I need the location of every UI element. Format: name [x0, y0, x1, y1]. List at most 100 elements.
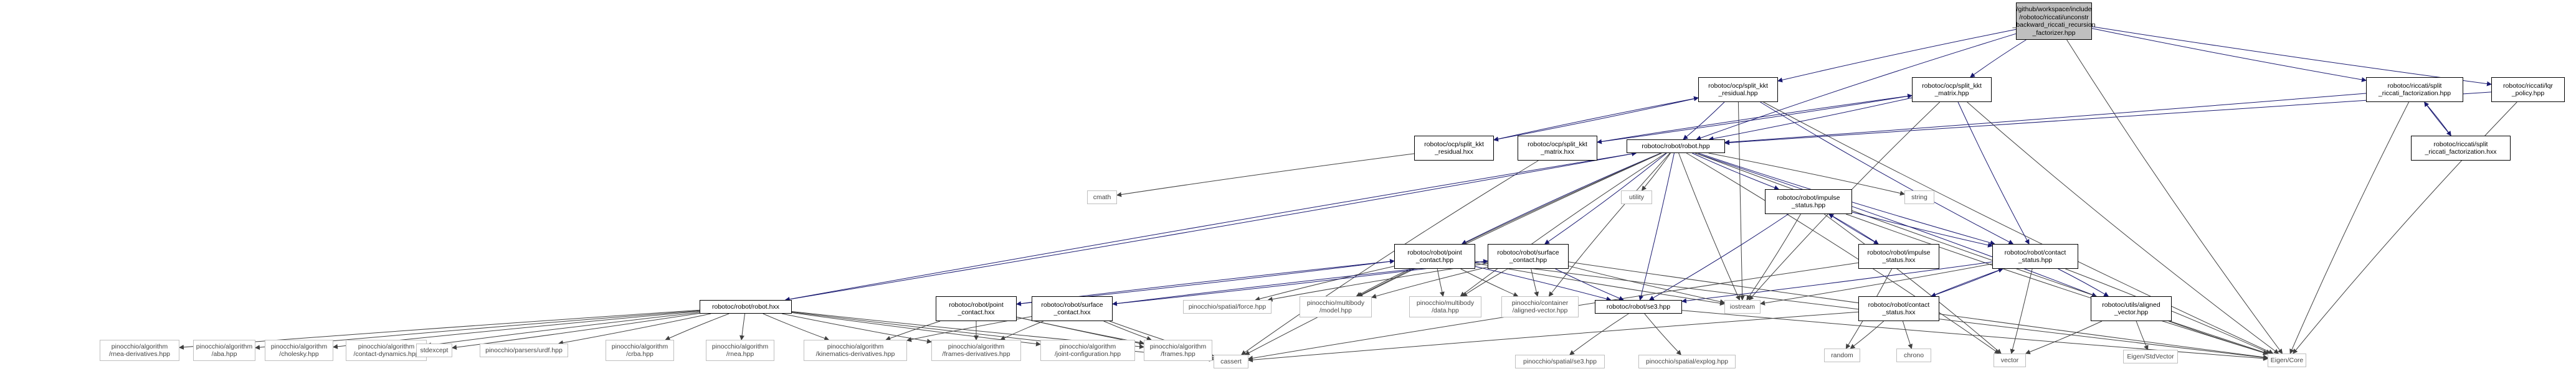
graph-node-point-hxx[interactable]: robotoc/robot/point_contact.hxx [936, 296, 1017, 321]
graph-node-se3-robot[interactable]: robotoc/robot/se3.hpp [1595, 300, 1682, 314]
node-label-line: _contact.hpp [1509, 256, 1547, 264]
graph-node-eigen-core: Eigen/Core [2268, 354, 2306, 367]
node-label-line: _matrix.hxx [1541, 148, 1574, 156]
graph-node-se3-pin: pinocchio/spatial/se3.hpp [1515, 355, 1605, 368]
node-label-line: _riccati_factorization.hpp [2378, 90, 2451, 97]
graph-node-frames-d: pinocchio/algorithm/frames-derivatives.h… [931, 340, 1021, 361]
graph-node-surface-hxx[interactable]: robotoc/robot/surface_contact.hxx [1032, 296, 1113, 321]
node-label-line: robotoc/robot/se3.hpp [1606, 302, 1671, 311]
graph-node-cmath: cmath [1087, 190, 1117, 204]
graph-node-contact-dyn: pinocchio/algorithm/contact-dynamics.hpp [346, 340, 427, 361]
graph-node-mat-hxx[interactable]: robotoc/ocp/split_kkt_matrix.hxx [1518, 136, 1597, 161]
node-label-line: cassert [1220, 357, 1242, 365]
graph-node-joint-conf: pinocchio/algorithm/joint-configuration.… [1040, 340, 1135, 361]
node-label-line: robotoc/ocp/split_kkt [1922, 82, 1982, 90]
graph-node-point-hpp[interactable]: robotoc/robot/point_contact.hpp [1394, 244, 1475, 269]
node-label-line: /data.hpp [1432, 307, 1459, 314]
graph-node-iostream: iostream [1724, 300, 1761, 314]
node-label-line: /crba.hpp [626, 350, 654, 358]
node-label-line: pinocchio/algorithm [111, 342, 168, 350]
edge-robot_hpp-to-string [1708, 152, 1905, 196]
graph-node-alignedvec: pinocchio/container/aligned-vector.hpp [1501, 296, 1579, 317]
node-label-line: _status.hxx [1882, 256, 1916, 264]
edge-impulse_hpp-to-vector [1824, 213, 2002, 354]
node-label-line: _riccati_factorization.hxx [2425, 148, 2497, 156]
graph-node-fact-hpp[interactable]: robotoc/riccati/split_riccati_factorizat… [2366, 77, 2463, 102]
edge-point_hpp-to-se3_robot [1475, 266, 1612, 302]
node-label-line: robotoc/robot/impulse [1867, 248, 1931, 256]
graph-node-robot-hxx[interactable]: robotoc/robot/robot.hxx [700, 300, 792, 314]
edge-contact_hxx-to-cassert [1248, 311, 1859, 363]
graph-node-stdvector: Eigen/StdVector [2123, 350, 2178, 363]
graph-node-mat-hpp[interactable]: robotoc/ocp/split_kkt_matrix.hpp [1912, 77, 1992, 102]
graph-node-random: random [1824, 349, 1860, 362]
node-label-line: stdexcept [420, 346, 449, 354]
node-label-line: pinocchio/container [1511, 299, 1569, 307]
edge-point_hpp-to-data [1437, 268, 1445, 297]
graph-node-model: pinocchio/multibody/model.hpp [1300, 296, 1372, 317]
graph-node-res-hpp[interactable]: robotoc/ocp/split_kkt_residual.hpp [1698, 77, 1778, 102]
node-label-line: /contact-dynamics.hpp [353, 350, 419, 358]
edge-se3_robot-to-explog [1644, 313, 1681, 355]
graph-node-contact-hpp[interactable]: robotoc/robot/contact_status.hpp [1992, 244, 2078, 269]
edge-point_hpp-to-model [1356, 268, 1410, 297]
edge-impulse_hpp-to-se3_robot [1648, 213, 1789, 301]
node-label-line: pinocchio/spatial/se3.hpp [1523, 357, 1597, 365]
node-label-line: /kinematics-derivatives.hpp [815, 350, 895, 358]
edge-mat_hpp-to-contact_hpp [1957, 101, 2030, 245]
graph-node-urdf: pinocchio/parsers/urdf.hpp [480, 344, 568, 357]
node-label-line: pinocchio/spatial/force.hpp [1188, 302, 1267, 311]
graph-node-impulse-hpp[interactable]: robotoc/robot/impulse_status.hpp [1765, 189, 1852, 214]
edge-impulse_hpp-to-impulse_hxx [1828, 213, 1879, 245]
node-label-line: robotoc/robot/impulse [1777, 194, 1840, 202]
graph-node-robot-hpp[interactable]: robotoc/robot/robot.hpp [1627, 139, 1725, 153]
node-label-line: _backward_riccati_recursion [2012, 21, 2096, 29]
edge-res_hpp-to-iostream [1737, 101, 1745, 301]
graph-node-impulse-hxx[interactable]: robotoc/robot/impulse_status.hxx [1858, 244, 1939, 269]
graph-node-fact-hxx[interactable]: robotoc/riccati/split_riccati_factorizat… [2411, 136, 2511, 161]
graph-node-string: string [1904, 190, 1934, 204]
node-label-line: robotoc/riccati/split [2433, 140, 2488, 148]
edge-mat_hxx-to-mat_hpp [1597, 93, 1913, 143]
node-label-line: /rnea-derivatives.hpp [108, 350, 171, 358]
graph-node-rnea: pinocchio/algorithm/rnea.hpp [706, 340, 774, 361]
node-label-line: Eigen/Core [2270, 356, 2304, 364]
edge-surface_hxx-to-frames_d [1000, 321, 1044, 340]
edge-robot_hpp-to-vector [1686, 152, 2000, 354]
edge-res_hpp-to-eigen_core [1763, 101, 2274, 354]
node-label-line: robotoc/ocp/split_kkt [1528, 140, 1587, 148]
edge-utils_aligned-to-stdvector [2136, 321, 2149, 350]
graph-node-surface-hpp[interactable]: robotoc/robot/surface_contact.hpp [1488, 244, 1569, 269]
node-label-line: pinocchio/parsers/urdf.hpp [485, 346, 563, 354]
node-label-line: /model.hpp [1319, 307, 1352, 314]
edge-robot_hpp-to-impulse_hpp [1692, 152, 1780, 190]
edge-robot_hxx-to-urdf [558, 313, 711, 345]
graph-node-aba: pinocchio/algorithm/aba.hpp [193, 340, 255, 361]
edge-contact_hxx-to-chrono [1902, 321, 1913, 349]
graph-node-lqr[interactable]: robotoc/riccati/lqr_policy.hpp [2491, 77, 2565, 102]
node-label-line: cmath [1093, 193, 1111, 201]
node-label-line: _vector.hpp [2114, 309, 2149, 316]
graph-node-root[interactable]: /github/workspace/include/robotoc/riccat… [2012, 2, 2096, 40]
edge-point_hpp-to-alignedvec [1460, 268, 1519, 297]
edge-robot_hpp-to-utils_aligned [1694, 152, 2097, 297]
edge-contact_hxx-to-contact_hpp [1931, 268, 2003, 297]
graph-node-res-hxx[interactable]: robotoc/ocp/split_kkt_residual.hxx [1414, 136, 1494, 161]
node-label-line: robotoc/robot/contact [1868, 301, 1930, 309]
node-label-line: _status.hpp [2018, 256, 2053, 264]
node-label-line: _status.hxx [1882, 309, 1916, 316]
node-label-line: /github/workspace/include [2016, 6, 2092, 13]
graph-node-stdexcept: stdexcept [416, 344, 452, 357]
graph-node-utils-aligned[interactable]: robotoc/utils/aligned_vector.hpp [2091, 296, 2172, 321]
node-label-line: pinocchio/multibody [1306, 299, 1365, 307]
node-label-line: /robotoc/riccati/unconstr [2019, 13, 2089, 21]
edge-robot_hxx-to-crba [665, 313, 730, 340]
edge-contact_hxx-to-random [1850, 321, 1884, 349]
graph-node-contact-hxx[interactable]: robotoc/robot/contact_status.hxx [1858, 296, 1939, 321]
edge-root-to-eigen_core [2066, 39, 2283, 354]
edge-utils_aligned-to-eigen_core [2169, 321, 2268, 355]
edge-root-to-mat_hpp [1969, 39, 2027, 78]
edge-contact_hpp-to-contact_hxx [1931, 268, 2003, 297]
edge-robot_hxx-to-rnea [739, 313, 746, 340]
node-label-line: /frames-derivatives.hpp [942, 350, 1010, 358]
